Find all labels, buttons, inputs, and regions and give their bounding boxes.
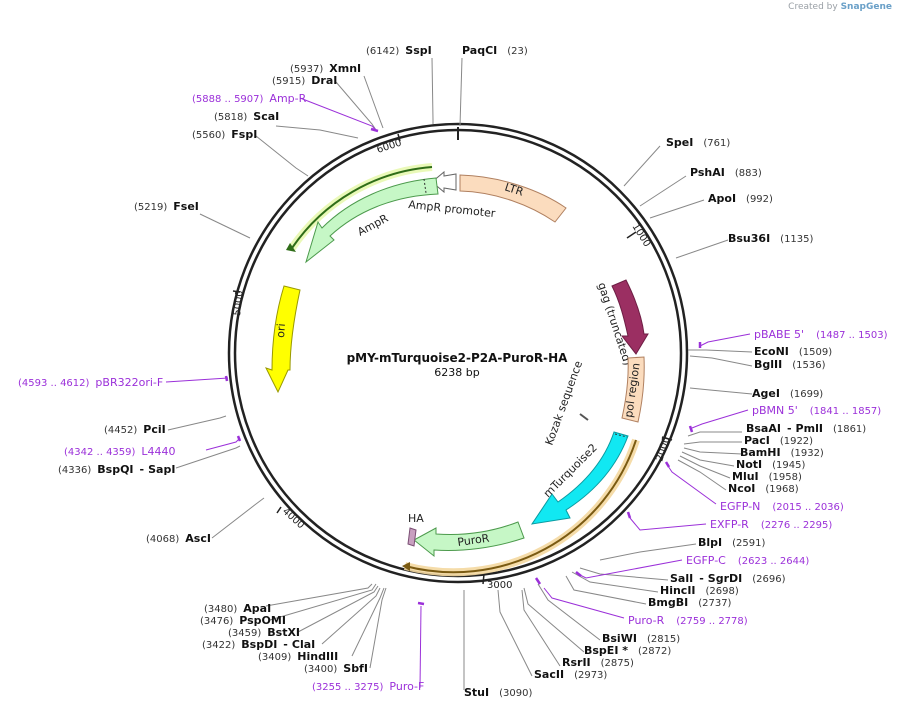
feature-label-ampr-promoter: AmpR promoter [408,198,497,220]
tick-6000 [397,133,401,142]
primer-egfp-c: EGFP-C(2623 .. 2644) [686,554,809,567]
tick-label-3000: 3000 [487,580,512,591]
tick-3000 [482,573,485,585]
site-paqci: PaqCI(23) [462,44,528,57]
site-sali-sgrdi: SalI-SgrDI(2696) [670,572,786,585]
tick-label-2000: 2000 [654,435,672,463]
plasmid-name: pMY-mTurquoise2-P2A-PuroR-HA [347,351,569,365]
tick-4000 [276,506,282,514]
site-xmni: (5937)XmnI [290,62,361,75]
site-mlui: MluI(1958) [732,470,802,483]
feature-ampr [305,177,439,264]
site-bspei: BspEI *(2872) [584,644,671,657]
site-bstxi: (3459)BstXI [228,626,300,639]
feature-gag [611,279,649,355]
site-scai: (5818)ScaI [214,110,279,123]
primers: (5888 .. 5907)Amp-R pBABE 5'(1487 .. 150… [18,92,888,693]
feature-puror [413,521,525,558]
site-blpi: BlpI(2591) [698,536,765,549]
site-bspdi-clai: (3422)BspDI-ClaI [202,638,315,651]
site-bamhi: BamHI(1932) [740,446,824,459]
feature-mturquoise2 [530,431,629,525]
snapgene-logo-text: SnapGene [840,2,892,12]
primer-pbmn-5: pBMN 5'(1841 .. 1857) [752,404,881,417]
site-spei: SpeI(761) [666,136,730,149]
site-fsei: (5219)FseI [134,200,199,213]
site-fspi: (5560)FspI [192,128,257,141]
site-hindiii: (3409)HindIII [258,650,338,663]
feature-label-kozak: Kozak sequence [543,359,586,447]
primer-egfp-n: EGFP-N(2015 .. 2036) [720,500,844,513]
tick-label-5000: 5000 [232,290,246,316]
site-bsu36i: Bsu36I(1135) [728,232,814,245]
primer-puro-f: (3255 .. 3275)Puro-F [312,680,424,693]
site-drai: (5915)DraI [272,74,337,87]
site-apoi: ApoI(992) [708,192,773,205]
snapgene-credit: Created by SnapGene [788,2,892,12]
site-pspomi: (3476)PspOMI [200,614,286,627]
primer-amp-r: (5888 .. 5907)Amp-R [192,92,307,105]
primer-marks [224,127,702,606]
feature-label-ltr: LTR [503,180,525,198]
site-stui: StuI(3090) [464,686,532,699]
site-leader-lines [167,57,753,690]
feature-ltr [459,174,567,223]
tick-label-6000: 6000 [376,138,404,156]
primer-puro-r: Puro-R(2759 .. 2778) [628,614,748,627]
site-sspi: (6142)SspI [366,44,432,57]
site-rsrii: RsrII(2875) [562,656,634,669]
site-sbfi: (3400)SbfI [304,662,368,675]
feature-label-ampr: AmpR [355,212,390,239]
tick-1000 [626,231,637,239]
site-pcii: (4452)PciI [104,423,166,436]
feature-highlights [286,163,640,577]
site-bsaai-pmli: BsaAI-PmlI(1861) [746,422,866,435]
site-econi: EcoNI(1509) [754,345,832,358]
plasmid-size: 6238 bp [434,366,479,379]
feature-label-puror: PuroR [457,532,491,549]
site-pshai: PshAI(883) [690,166,762,179]
tick-5000 [232,290,241,293]
feature-ori [265,285,301,394]
site-bsiwi: BsiWI(2815) [602,632,680,645]
restriction-sites: (6142)SspI PaqCI(23) (5937)XmnI (5915)Dr… [58,44,866,699]
site-bglii: BglII(1536) [754,358,826,371]
site-agei: AgeI(1699) [752,387,823,400]
site-sacii: SacII(2973) [534,668,607,681]
tick-2000 [661,436,673,441]
feature-kozak [579,413,589,421]
site-asci: (4068)AscI [146,532,211,545]
tick-label-4000: 4000 [280,506,306,531]
site-bspqi-sapi: (4336)BspQI-SapI [58,463,175,476]
feature-ha [407,527,417,547]
primer-exfp-r: EXFP-R(2276 .. 2295) [710,518,832,531]
site-paci: PacI(1922) [744,434,813,447]
primer-pbabe-5: pBABE 5'(1487 .. 1503) [754,328,888,341]
feature-label-ha: HA [408,512,424,525]
site-noti: NotI(1945) [736,458,805,471]
site-hincii: HincII(2698) [660,584,739,597]
feature-pol-region [621,356,645,423]
feature-ampr-promoter [431,170,457,194]
site-ncoi: NcoI(1968) [728,482,799,495]
site-bmgbi: BmgBI(2737) [648,596,732,609]
credit-prefix: Created by [788,2,838,12]
site-apai: (3480)ApaI [204,602,271,615]
feature-label-ori: ori [274,323,288,338]
primer-l4440: (4342 .. 4359)L4440 [64,445,176,458]
primer-pbr322ori-f: (4593 .. 4612)pBR322ori-F [18,376,163,389]
